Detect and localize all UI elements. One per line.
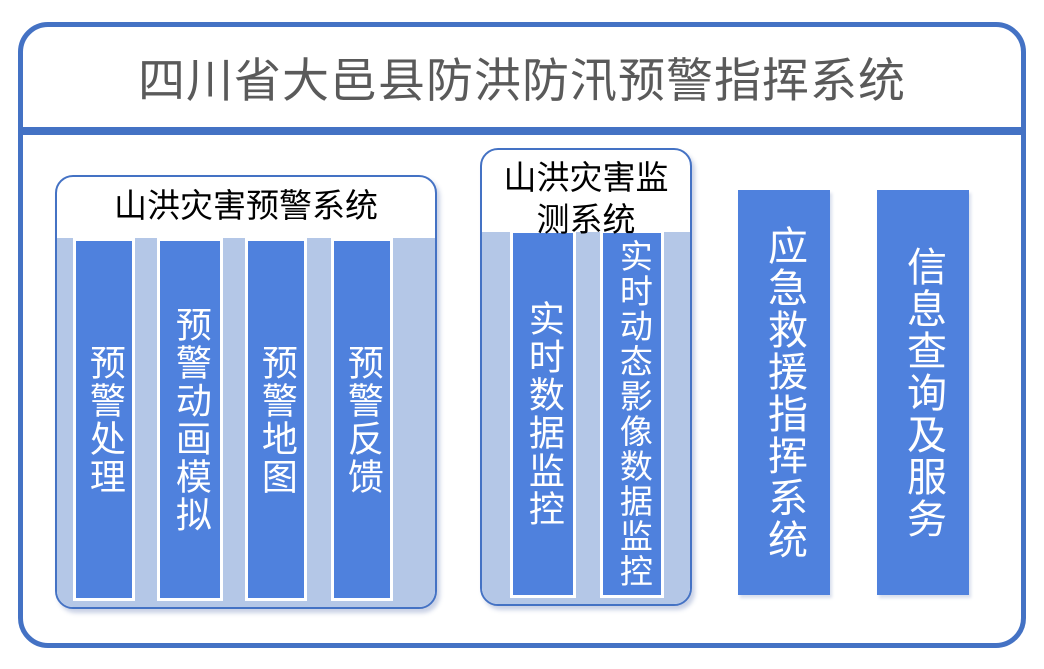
page-title: 四川省大邑县防洪防汛预警指挥系统	[138, 54, 906, 107]
panel-warning-animation-simulation[interactable]: 预警动画模拟	[157, 238, 223, 601]
panel-realtime-dynamic-image-data-monitoring-label: 实时动态影像数据监控	[614, 239, 651, 589]
panel-emergency-rescue-command-system-label: 应急救援指挥系统	[762, 224, 807, 561]
panel-emergency-rescue-command-system[interactable]: 应急救援指挥系统	[738, 190, 830, 595]
panel-realtime-dynamic-image-data-monitoring[interactable]: 实时动态影像数据监控	[600, 230, 664, 598]
title-divider	[21, 127, 1023, 135]
panel-information-query-and-service[interactable]: 信息查询及服务	[877, 190, 969, 595]
panel-warning-feedback-label: 预警反馈	[342, 343, 383, 496]
panel-warning-map[interactable]: 预警地图	[245, 238, 307, 601]
panel-warning-processing[interactable]: 预警处理	[73, 238, 135, 601]
panel-realtime-data-monitoring[interactable]: 实时数据监控	[510, 230, 576, 598]
panel-information-query-and-service-label: 信息查询及服务	[901, 245, 946, 540]
panel-warning-processing-label: 预警处理	[84, 343, 125, 496]
panel-warning-animation-simulation-label: 预警动画模拟	[170, 305, 211, 534]
panel-realtime-data-monitoring-label: 实时数据监控	[523, 300, 564, 528]
group-warning-system-title: 山洪灾害预警系统	[114, 189, 378, 225]
panel-warning-map-label: 预警地图	[256, 343, 297, 496]
panel-warning-feedback[interactable]: 预警反馈	[331, 238, 393, 601]
